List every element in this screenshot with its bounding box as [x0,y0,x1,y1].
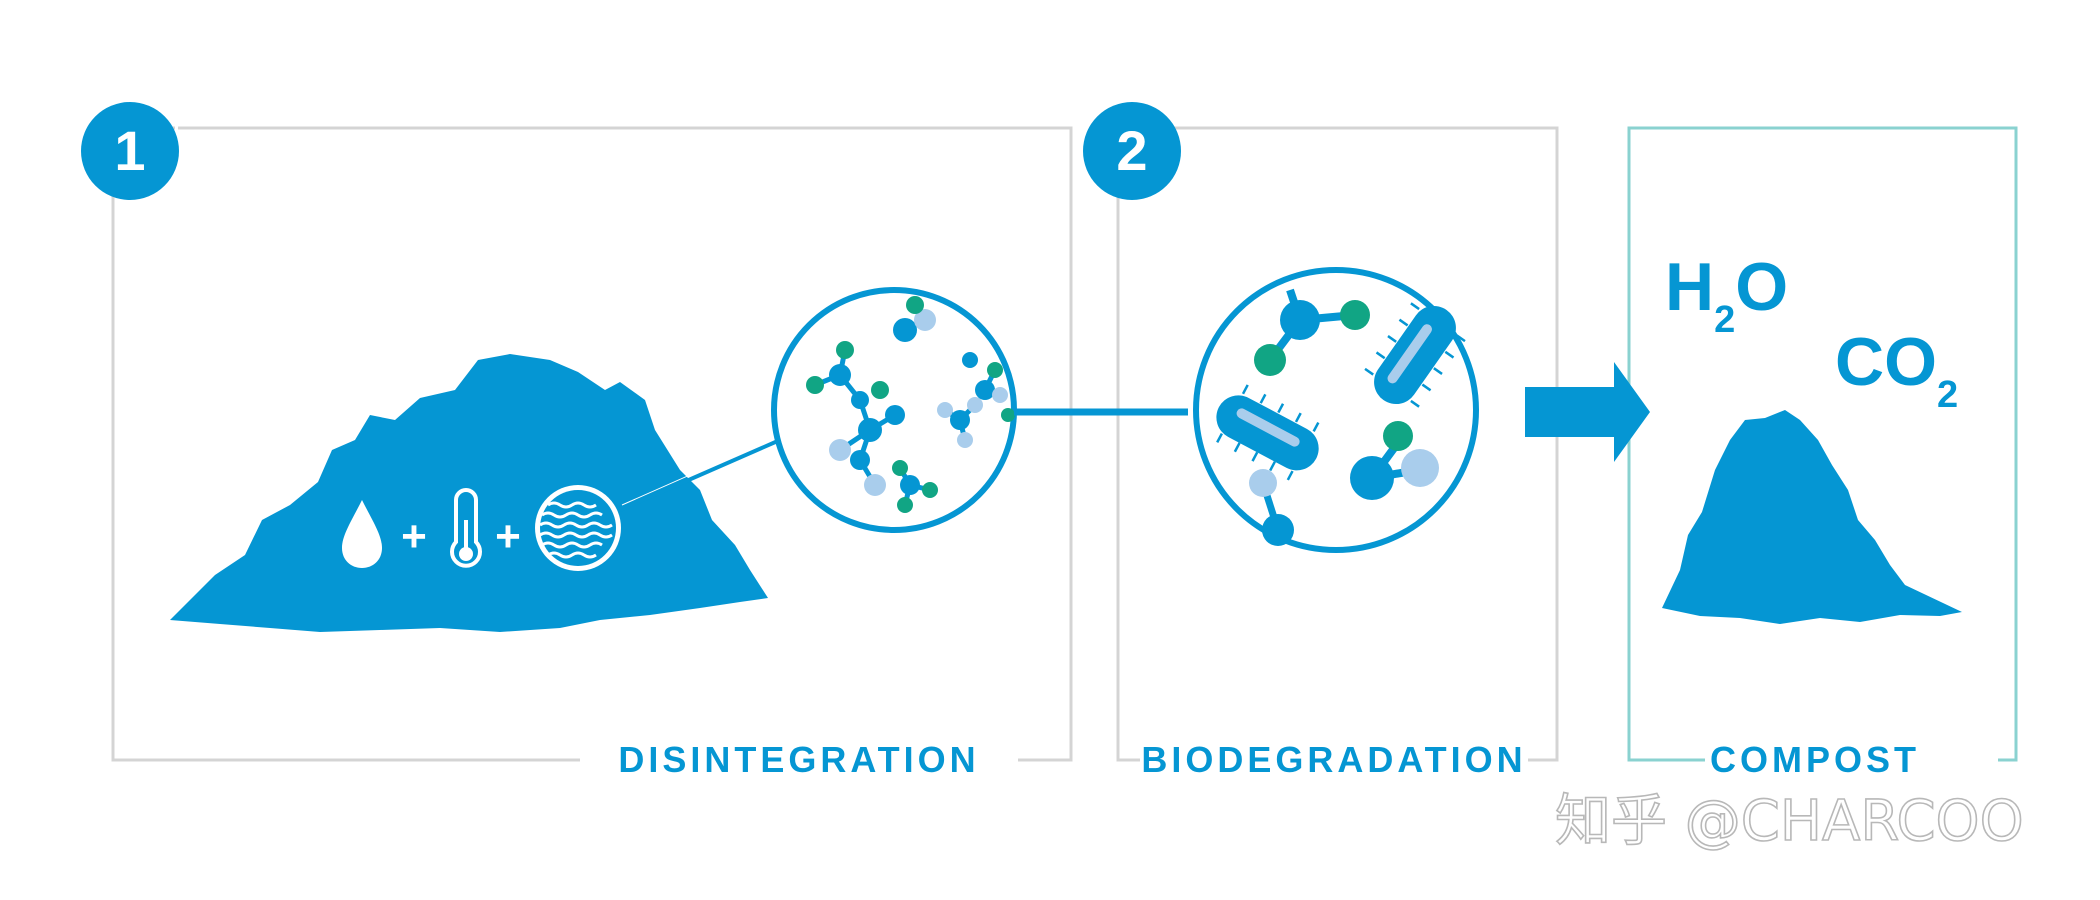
step-1-number: 1 [114,119,145,182]
frame-compost [1627,126,2018,762]
water-drop-icon [342,500,382,568]
compost-pile-icon [1662,410,1962,624]
plus-sign: + [495,512,521,561]
zoom-circle-bacteria [1193,267,1479,553]
microorganism-texture-icon [535,485,621,571]
zoom-connector [619,438,781,512]
waste-pile-icon [170,354,768,632]
bacteria-icon [1216,384,1320,481]
step-2-badge: 2 [1083,102,1181,200]
zoom-connector [621,435,779,506]
water-formula: H2O [1665,249,1788,341]
label-compost: COMPOST [1710,739,1920,780]
label-disintegration: DISINTEGRATION [618,739,979,780]
water-formula-sub: 2 [1714,299,1735,341]
co2-formula-sub: 2 [1937,374,1958,416]
bacteria-icon [1364,302,1466,408]
step-2-number: 2 [1116,119,1147,182]
arrow-right-icon [1525,362,1650,462]
step-1-badge: 1 [81,102,179,200]
co2-formula-main: CO [1835,324,1937,400]
water-formula-tail: O [1735,249,1788,325]
water-formula-main: H [1665,249,1714,325]
zoom-circle-molecules [771,287,1017,533]
label-biodegradation: BIODEGRADATION [1141,739,1526,780]
frame-biodegradation [1116,126,1559,762]
thermometer-icon [450,488,482,568]
plus-sign: + [401,512,427,561]
watermark: 知乎 @CHARCOO [1555,789,2024,854]
co2-formula: CO2 [1835,324,1958,416]
